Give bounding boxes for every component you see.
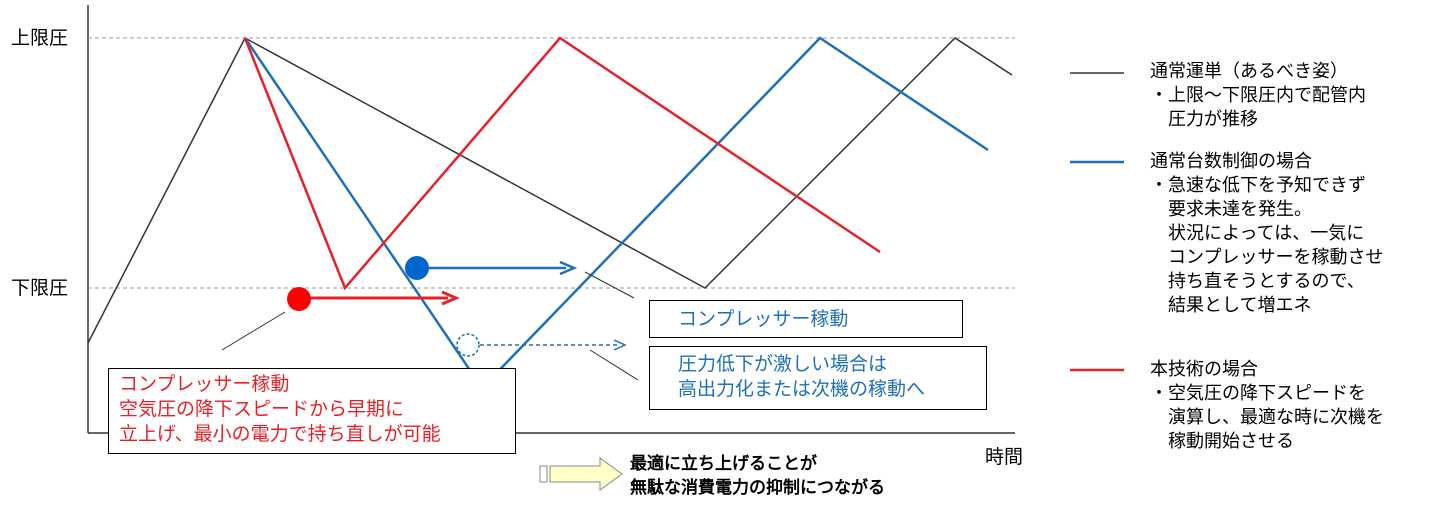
legend-conventional-title: 通常台数制御の場合 xyxy=(1150,151,1312,172)
lower-limit-label: 下限圧 xyxy=(11,277,69,299)
legend-technology-line-2: 演算し、最適な時に次機を xyxy=(1150,407,1384,428)
tech-arrow-head xyxy=(441,290,460,306)
tech-callout-line-1: コンプレッサー稼動 xyxy=(119,373,290,395)
upper-limit-label: 上限圧 xyxy=(11,27,69,49)
legend-normal-title: 通常運単（あるべき姿） xyxy=(1150,61,1348,82)
tech-callout-line-2: 空気圧の降下スピードから早期に xyxy=(119,398,405,420)
next-unit-arrow-head xyxy=(613,339,627,351)
heavy-drop-callout-leader xyxy=(589,349,639,381)
conclusion-text: 最適に立ち上げることが 無駄な消費電力の抑制につながる xyxy=(630,452,885,500)
heavy-drop-line-2: 高出力化または次機の稼動へ xyxy=(678,378,926,400)
next-unit-marker xyxy=(456,333,480,357)
conventional-start-marker xyxy=(405,256,429,280)
heavy-drop-line-1: 圧力低下が激しい場合は xyxy=(678,353,888,375)
legend-conventional-line-2: 要求未達を発生。 xyxy=(1150,199,1312,220)
heavy-drop-callout: 圧力低下が激しい場合は 高出力化または次機の稼動へ xyxy=(649,346,987,410)
technology-line xyxy=(243,36,881,291)
compressor-callout-leader xyxy=(584,271,635,299)
legend-conventional-line-5: 持ち直そうとするので、 xyxy=(1150,271,1365,292)
conclusion-arrow-icon xyxy=(539,457,623,491)
legend-technology-line-1: ・空気圧の降下スピードを xyxy=(1150,383,1366,404)
normal-operation-line xyxy=(87,36,1013,344)
legend-normal: 通常運単（あるべき姿） ・上限～下限圧内で配管内 圧力が推移 xyxy=(1150,60,1366,132)
tech-callout-leader xyxy=(221,311,286,351)
legend-technology-line-3: 稼動開始させる xyxy=(1150,431,1294,452)
compressor-callout-text: コンプレッサー稼動 xyxy=(678,308,849,330)
legend-normal-line-2: 圧力が推移 xyxy=(1150,109,1258,130)
conventional-control-line xyxy=(243,36,989,390)
legend-conventional-line-4: コンプレッサーを稼動させ xyxy=(1150,247,1384,268)
tech-callout-line-3: 立上げ、最小の電力で持ち直しが可能 xyxy=(119,423,441,445)
legend-conventional-line-6: 結果として増エネ xyxy=(1150,295,1312,316)
conclusion-line-1: 最適に立ち上げることが xyxy=(630,454,817,474)
legend-normal-line-1: ・上限～下限圧内で配管内 xyxy=(1150,85,1366,106)
conclusion-line-2: 無駄な消費電力の抑制につながる xyxy=(630,478,885,498)
time-axis-label: 時間 xyxy=(985,446,1024,468)
compressor-callout: コンプレッサー稼動 xyxy=(649,300,963,338)
legend-technology-title: 本技術の場合 xyxy=(1150,359,1258,380)
legend-conventional-line-3: 状況によっては、一気に xyxy=(1150,223,1365,244)
tech-callout: コンプレッサー稼動 空気圧の降下スピードから早期に 立上げ、最小の電力で持ち直し… xyxy=(108,368,516,454)
legend-technology: 本技術の場合 ・空気圧の降下スピードを 演算し、最適な時に次機を 稼動開始させる xyxy=(1150,358,1384,454)
legend-conventional: 通常台数制御の場合 ・急速な低下を予知できず 要求未達を発生。 状況によっては、… xyxy=(1150,150,1383,318)
tech-start-marker xyxy=(287,287,311,311)
conventional-arrow-head xyxy=(559,260,578,276)
legend-conventional-line-1: ・急速な低下を予知できず xyxy=(1150,175,1366,196)
